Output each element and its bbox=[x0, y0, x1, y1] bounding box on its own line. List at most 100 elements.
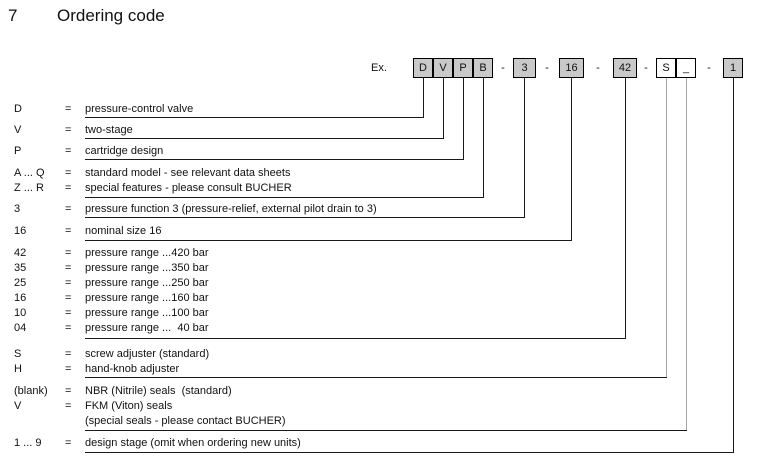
equals-sign: = bbox=[65, 277, 72, 289]
equals-sign: = bbox=[65, 103, 72, 115]
equals-sign: = bbox=[65, 182, 72, 194]
code-value: H bbox=[14, 363, 22, 375]
example-label: Ex. bbox=[371, 62, 387, 74]
code-box-design-stage: 1 bbox=[723, 58, 743, 78]
connector-p-vline bbox=[463, 78, 464, 160]
equals-sign: = bbox=[65, 145, 72, 157]
underline-zr bbox=[85, 197, 484, 198]
code-description: pressure range ...250 bar bbox=[85, 277, 209, 289]
code-description: pressure range ...350 bar bbox=[85, 262, 209, 274]
separator-dash: - bbox=[501, 62, 505, 74]
code-box-function: 3 bbox=[513, 58, 536, 78]
code-description: pressure range ...100 bar bbox=[85, 307, 209, 319]
legend-row-size: 16 = nominal size 16 bbox=[0, 225, 758, 238]
legend-row-42: 42 = pressure range ...420 bar bbox=[0, 247, 758, 260]
equals-sign: = bbox=[65, 348, 72, 360]
code-value: Z ... R bbox=[14, 182, 44, 194]
legend-row-35: 35 = pressure range ...350 bar bbox=[0, 262, 758, 275]
connector-pressure-vline bbox=[625, 78, 626, 339]
separator-dash: - bbox=[545, 62, 549, 74]
code-description: standard model - see relevant data sheet… bbox=[85, 167, 291, 179]
legend-row-blank: (blank) = NBR (Nitrile) seals (standard) bbox=[0, 385, 758, 398]
legend-row-zr: Z ... R = special features - please cons… bbox=[0, 182, 758, 195]
code-value: 42 bbox=[14, 247, 27, 259]
underline-design bbox=[85, 452, 734, 453]
code-value: D bbox=[14, 103, 22, 115]
code-value: 35 bbox=[14, 262, 27, 274]
legend-row-aq: A ... Q = standard model - see relevant … bbox=[0, 167, 758, 180]
underline-p bbox=[85, 159, 464, 160]
code-value: 16 bbox=[14, 225, 27, 237]
equals-sign: = bbox=[65, 292, 72, 304]
legend-row-d: D = pressure-control valve bbox=[0, 103, 758, 116]
code-value: P bbox=[14, 145, 22, 157]
equals-sign: = bbox=[65, 400, 72, 412]
legend-row-s: S = screw adjuster (standard) bbox=[0, 348, 758, 361]
code-value: V bbox=[14, 124, 22, 136]
underline-size bbox=[85, 240, 572, 241]
code-value: 16 bbox=[14, 292, 27, 304]
code-description: special features - please consult BUCHER bbox=[85, 182, 292, 194]
legend-row-v: V = two-stage bbox=[0, 124, 758, 137]
code-description: (special seals - please contact BUCHER) bbox=[85, 415, 286, 427]
equals-sign: = bbox=[65, 225, 72, 237]
legend-row-10: 10 = pressure range ...100 bar bbox=[0, 307, 758, 320]
legend-row-special-seals: (special seals - please contact BUCHER) bbox=[0, 415, 758, 428]
separator-dash: - bbox=[707, 62, 711, 74]
code-box-adjuster: S bbox=[656, 58, 676, 78]
connector-d-vline bbox=[423, 78, 424, 118]
underline-v bbox=[85, 138, 444, 139]
legend-row-04: 04 = pressure range ... 40 bar bbox=[0, 322, 758, 335]
code-description: pressure function 3 (pressure-relief, ex… bbox=[85, 203, 377, 215]
code-description: hand-knob adjuster bbox=[85, 363, 180, 375]
code-value: S bbox=[14, 348, 22, 360]
page-title: Ordering code bbox=[57, 6, 165, 25]
code-box-v: V bbox=[433, 58, 453, 78]
code-description: two-stage bbox=[85, 124, 133, 136]
legend-row-16: 16 = pressure range ...160 bar bbox=[0, 292, 758, 305]
connector-adjuster-vline bbox=[666, 78, 667, 378]
legend-row-function: 3 = pressure function 3 (pressure-relief… bbox=[0, 203, 758, 216]
equals-sign: = bbox=[65, 247, 72, 259]
underline-pressure bbox=[85, 338, 626, 339]
section-number: 7 bbox=[8, 6, 18, 25]
legend-row-design-stage: 1 ... 9 = design stage (omit when orderi… bbox=[0, 437, 758, 450]
underline-seals bbox=[85, 430, 687, 431]
code-value: 25 bbox=[14, 277, 27, 289]
code-value: 10 bbox=[14, 307, 27, 319]
code-description: FKM (Viton) seals bbox=[85, 400, 173, 412]
code-box-seals-blank: _ bbox=[676, 58, 696, 78]
separator-dash: - bbox=[644, 62, 648, 74]
separator-dash: - bbox=[596, 62, 600, 74]
equals-sign: = bbox=[65, 437, 72, 449]
code-value: 04 bbox=[14, 322, 27, 334]
code-box-pressure: 42 bbox=[613, 58, 637, 78]
code-description: NBR (Nitrile) seals (standard) bbox=[85, 385, 232, 397]
code-description: pressure range ...420 bar bbox=[85, 247, 209, 259]
underline-function bbox=[85, 217, 525, 218]
code-box-p: P bbox=[453, 58, 473, 78]
equals-sign: = bbox=[65, 124, 72, 136]
equals-sign: = bbox=[65, 167, 72, 179]
connector-size-vline bbox=[571, 78, 572, 241]
code-box-b: B bbox=[473, 58, 493, 78]
connector-v-vline bbox=[443, 78, 444, 139]
code-description: screw adjuster (standard) bbox=[85, 348, 210, 360]
code-description: cartridge design bbox=[85, 145, 164, 157]
equals-sign: = bbox=[65, 203, 72, 215]
equals-sign: = bbox=[65, 385, 72, 397]
legend-row-p: P = cartridge design bbox=[0, 145, 758, 158]
code-description: pressure range ...160 bar bbox=[85, 292, 209, 304]
equals-sign: = bbox=[65, 322, 72, 334]
code-description: pressure-control valve bbox=[85, 103, 194, 115]
legend-row-h: H = hand-knob adjuster bbox=[0, 363, 758, 376]
equals-sign: = bbox=[65, 262, 72, 274]
code-description: design stage (omit when ordering new uni… bbox=[85, 437, 301, 449]
code-value: A ... Q bbox=[14, 167, 45, 179]
code-box-d: D bbox=[413, 58, 433, 78]
code-value: 3 bbox=[14, 203, 21, 215]
connector-seals-vline bbox=[686, 78, 687, 431]
underline-adjuster bbox=[85, 377, 667, 378]
legend-row-viton: V = FKM (Viton) seals bbox=[0, 400, 758, 413]
code-value: 1 ... 9 bbox=[14, 437, 42, 449]
